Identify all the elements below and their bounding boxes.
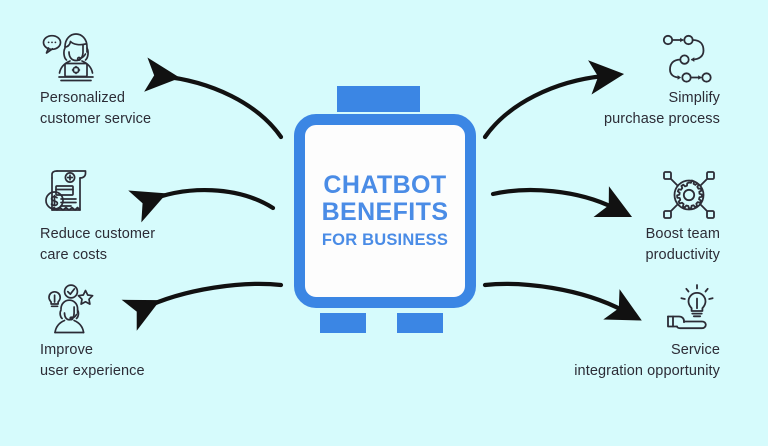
hand-lightbulb-icon: [490, 282, 720, 340]
benefit-label: Boost team productivity: [645, 226, 720, 263]
benefit-personalized-customer-service: Personalized customer service: [40, 30, 270, 129]
benefit-reduce-customer-care-costs: Reduce customer care costs: [40, 166, 270, 265]
card-title-line2: BENEFITS: [321, 198, 449, 226]
benefit-label: Personalized customer service: [40, 90, 152, 127]
benefit-label: Service integration opportunity: [574, 342, 720, 379]
benefit-label: Simplify purchase process: [603, 90, 720, 127]
benefit-simplify-purchase-process: Simplify purchase process: [490, 30, 720, 129]
flowchart-nodes-icon: [490, 30, 720, 88]
invoice-dollar-icon: [40, 166, 270, 224]
tab-top: [337, 86, 420, 112]
card-subtitle: FOR BUSINESS: [321, 230, 449, 249]
chatbot-benefits-card: CHATBOT BENEFITS FOR BUSINESS: [294, 114, 476, 308]
user-experience-rating-icon: [40, 282, 270, 340]
benefit-improve-user-experience: Improve user experience: [40, 282, 270, 381]
gear-network-icon: [490, 166, 720, 224]
support-agent-headset-laptop-icon: [40, 30, 270, 88]
benefit-label: Improve user experience: [40, 342, 145, 379]
benefit-boost-team-productivity: Boost team productivity: [490, 166, 720, 265]
center-card-group: CHATBOT BENEFITS FOR BUSINESS: [289, 86, 479, 336]
tab-bottom-right: [397, 313, 443, 333]
card-title-line1: CHATBOT: [323, 171, 447, 200]
tab-bottom-left: [320, 313, 366, 333]
benefit-label: Reduce customer care costs: [40, 226, 156, 263]
benefit-service-integration-opportunity: Service integration opportunity: [490, 282, 720, 381]
